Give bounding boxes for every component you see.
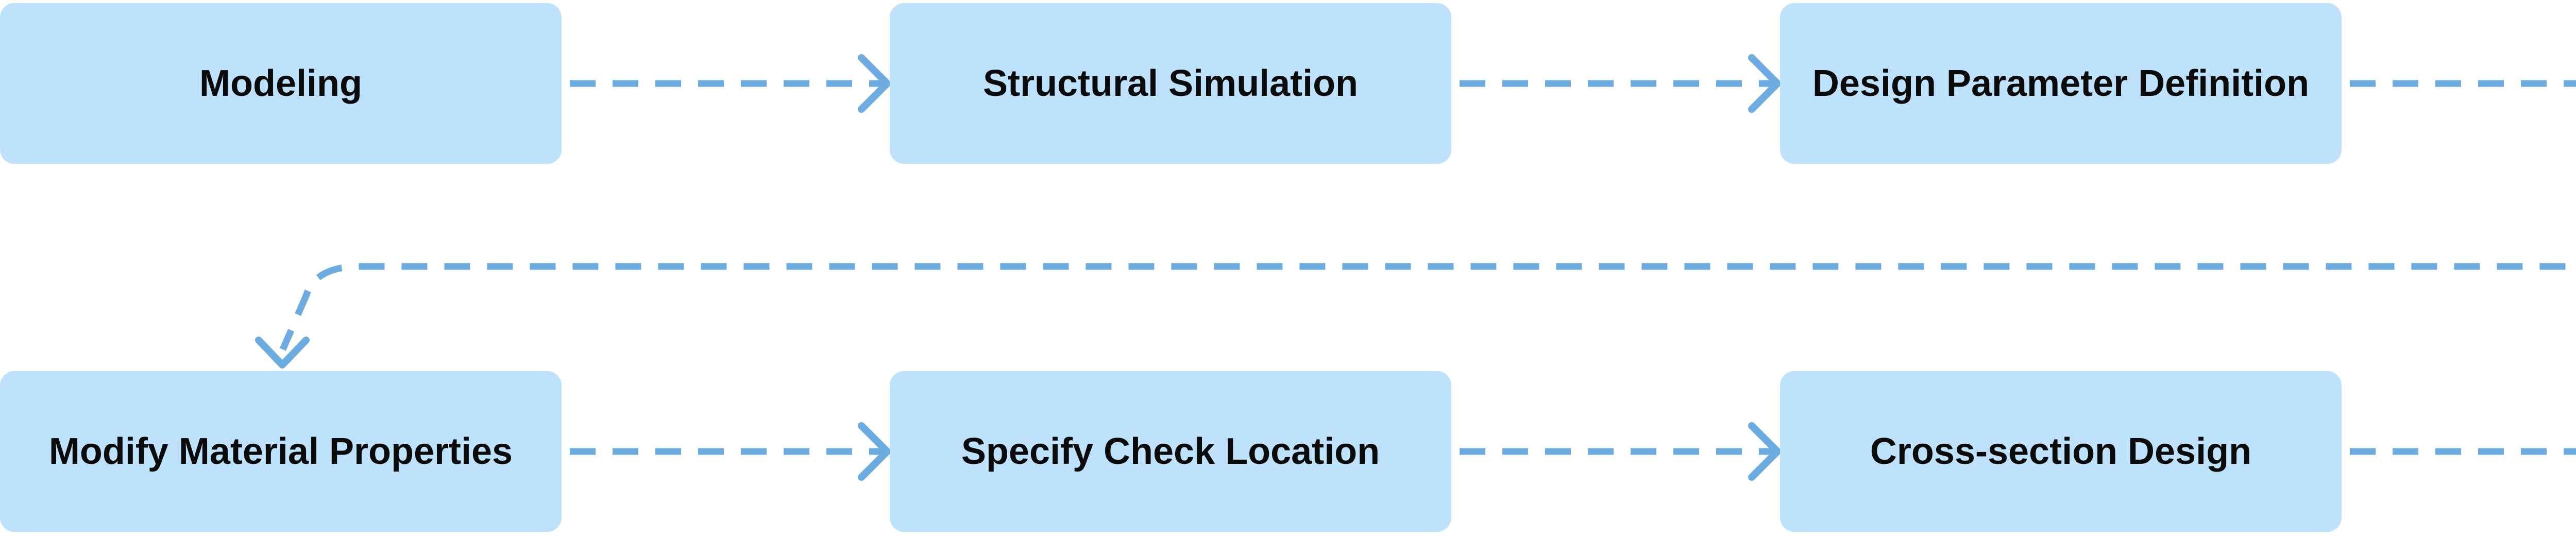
node-cross-section-design: Cross-section Design <box>1780 371 2342 532</box>
arrowhead-right-icon <box>858 422 891 481</box>
node-specify-check-location: Specify Check Location <box>890 371 1451 532</box>
arrowhead-right-icon <box>1748 54 1781 113</box>
node-label: Structural Simulation <box>982 63 1359 104</box>
node-label: Specify Check Location <box>961 431 1380 472</box>
node-label: Modify Material Properties <box>48 431 513 472</box>
node-modify-material-properties: Modify Material Properties <box>0 371 562 532</box>
arrowhead-right-icon <box>1748 422 1781 481</box>
arrowhead-down-icon <box>255 337 310 368</box>
arrow-design-parameter-definition-to-load-combination <box>2350 80 2576 87</box>
node-label: Cross-section Design <box>1870 431 2252 472</box>
arrowhead-right-icon <box>858 54 891 113</box>
arrow-cross-section-design-to-report <box>2350 448 2576 455</box>
arrow-modeling-to-structural-simulation <box>570 54 891 113</box>
node-structural-simulation: Structural Simulation <box>890 3 1451 164</box>
node-design-parameter-definition: Design Parameter Definition <box>1780 3 2342 164</box>
arrow-load-combination-to-modify-material-properties <box>255 263 2576 368</box>
node-label: Design Parameter Definition <box>1812 63 2310 104</box>
dashed-wrap-line <box>280 263 2576 351</box>
arrow-structural-simulation-to-design-parameter-definition <box>1460 54 1781 113</box>
arrow-modify-material-properties-to-specify-check-location <box>570 422 891 481</box>
node-modeling: Modeling <box>0 3 562 164</box>
arrow-specify-check-location-to-cross-section-design <box>1460 422 1781 481</box>
node-label: Modeling <box>199 63 362 104</box>
